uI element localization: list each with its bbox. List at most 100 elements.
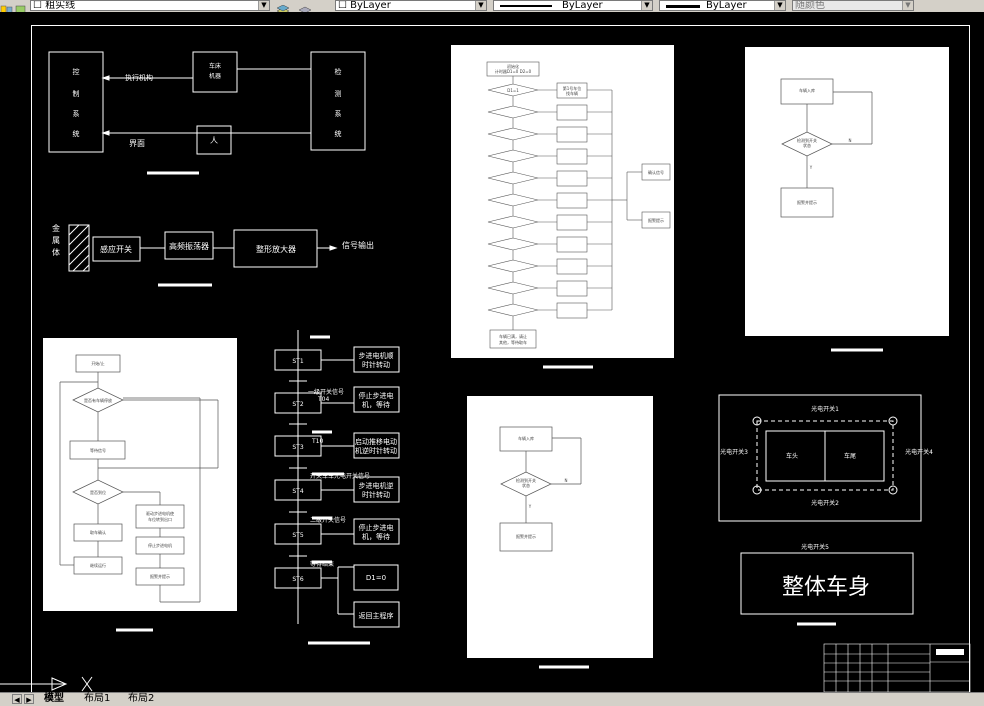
action-2a: 停止步进电 — [359, 391, 394, 400]
long-flowchart-sheet — [451, 45, 674, 358]
transition-2: T10 — [311, 438, 323, 445]
step-label-1: ST1 — [292, 358, 303, 365]
long-init-1: 初始化 — [507, 63, 519, 69]
oscillator-box — [164, 231, 214, 260]
drawing-canvas[interactable]: 控 制 系 统 执行机构 车床 机器 检 测 系 统 界面 人 金 属 体 感应… — [0, 12, 984, 694]
left-p2: 取车确认 — [90, 529, 106, 535]
small1-decision-2: 状态 — [803, 142, 811, 148]
long-action-1: 第1号车位 — [563, 85, 582, 91]
layer-state-icon[interactable] — [0, 0, 14, 12]
control-block-diagram — [48, 51, 366, 175]
tab-next-icon[interactable]: ▶ — [24, 694, 34, 704]
linetype-dropdown[interactable]: ☐ 粗实线 ▼ — [30, 0, 270, 11]
long-flowchart — [486, 61, 671, 349]
linetype-control-dropdown[interactable]: ByLayer ▼ — [493, 0, 653, 11]
detect-char-2: 测 — [335, 90, 342, 98]
small1-no: N — [849, 138, 852, 143]
chevron-down-icon[interactable]: ▼ — [475, 1, 486, 10]
chevron-down-icon[interactable]: ▼ — [902, 1, 913, 10]
action-5b: 机，等待 — [362, 532, 390, 541]
layer-manager-icon[interactable] — [298, 0, 312, 12]
chevron-down-icon[interactable]: ▼ — [258, 1, 269, 10]
person-box — [196, 125, 232, 155]
line-preview — [500, 5, 552, 7]
long-action-2: 找车辆 — [566, 90, 578, 96]
chevron-down-icon[interactable]: ▼ — [774, 1, 785, 10]
plotstyle-value: 随颜色 — [795, 0, 825, 11]
tab-layout1[interactable]: 布局1 — [84, 693, 111, 704]
small2-decision-2: 状态 — [522, 482, 530, 488]
detection-system-box — [310, 51, 366, 151]
vehicle-label-1: 车床 — [209, 62, 221, 70]
control-char-3: 系 — [73, 109, 80, 118]
long-end-2: 其他，等待取车 — [499, 339, 527, 345]
left-d2: 是否到位 — [90, 489, 106, 495]
step-label-3: ST3 — [292, 444, 303, 451]
position-layout — [718, 394, 922, 626]
chevron-down-icon[interactable]: ▼ — [641, 1, 652, 10]
action-4b: 时针转动 — [362, 490, 390, 499]
transition-4: 二级开关信号 — [310, 516, 346, 524]
left-p4b: 车位转到出口 — [148, 516, 172, 522]
control-char-4: 统 — [73, 129, 80, 138]
action-1a: 步进电机顺 — [359, 351, 394, 360]
lineweight-value: ByLayer — [706, 0, 747, 11]
plotstyle-dropdown[interactable]: 随颜色 ▼ — [792, 0, 914, 11]
color-swatch-icon: ☐ — [338, 0, 351, 11]
action-3b: 机逆时针转动 — [355, 446, 397, 455]
transition-3: 开关车车光电开关信号 — [310, 472, 370, 480]
interface-label: 界面 — [129, 139, 145, 148]
linetype-value: 粗实线 — [45, 0, 76, 11]
action-4a: 步进电机逆 — [359, 481, 394, 490]
step-label-5: ST5 — [292, 532, 303, 539]
car-head-label: 车头 — [786, 452, 798, 460]
control-system-box — [48, 51, 104, 153]
transition-1: 一级开关信号 — [308, 388, 344, 396]
step-label-2: ST2 — [292, 401, 303, 408]
metal-char-2: 属 — [52, 236, 60, 245]
proximity-switch-box — [92, 236, 141, 262]
cad-drawing: 控 制 系 统 执行机构 车床 机器 检 测 系 统 界面 人 金 属 体 感应… — [43, 45, 971, 692]
small2-start: 车辆入库 — [518, 435, 534, 441]
title-block — [823, 643, 971, 692]
left-p6: 报警并提示 — [150, 573, 170, 579]
ucs-icon — [0, 674, 100, 698]
d-label: D1=0 — [366, 574, 386, 582]
color-dropdown[interactable]: ☐ ByLayer ▼ — [335, 0, 487, 11]
metal-char-3: 体 — [52, 247, 60, 257]
transition-1-sub: T04 — [317, 396, 329, 403]
detect-char-1: 检 — [335, 67, 342, 76]
car-tail-label: 车尾 — [844, 452, 856, 460]
person-label: 人 — [210, 136, 218, 145]
return-label: 返回主程序 — [359, 611, 394, 620]
metal-char-1: 金 — [52, 223, 60, 233]
layers-icon[interactable] — [276, 0, 290, 12]
layer-previous-icon[interactable] — [14, 0, 28, 12]
color-value: ByLayer — [350, 0, 391, 11]
shaping-amp-label: 整形放大器 — [256, 244, 296, 254]
action-5a: 停止步进电 — [359, 523, 394, 532]
small1-yes: Y — [809, 165, 813, 170]
transition-5: 等待结束 — [310, 560, 334, 568]
layout-tabs: ◀ ▶ 模型 布局1 布局2 — [0, 692, 984, 706]
detect-char-3: 系 — [335, 109, 342, 118]
action-3a: 启动推移电动 — [355, 437, 397, 446]
long-side-2: 报警提示 — [648, 217, 664, 223]
proximity-switch-label: 感应开关 — [100, 244, 132, 254]
left-p1: 等待信号 — [90, 447, 106, 453]
small1-start: 车辆入库 — [799, 87, 815, 93]
tab-layout2[interactable]: 布局2 — [128, 693, 155, 704]
small-flowchart-sheet-2 — [467, 396, 653, 658]
oscillator-label: 高频振荡器 — [169, 241, 209, 251]
tab-prev-icon[interactable]: ◀ — [12, 694, 22, 704]
checkbox-icon: ☐ — [33, 0, 46, 11]
left-p4a: 驱动步进电机使 — [146, 510, 174, 516]
step-ladder-diagram — [274, 330, 400, 645]
long-end-1: 车辆已满，请让 — [499, 333, 527, 339]
lineweight-preview — [666, 5, 700, 8]
tab-model[interactable]: 模型 — [44, 693, 64, 704]
lineweight-dropdown[interactable]: ByLayer ▼ — [659, 0, 786, 11]
small2-end: 报警并提示 — [516, 533, 536, 539]
left-d1: 是否有车辆停放 — [84, 397, 112, 403]
switch4-label: 光电开关4 — [905, 448, 933, 456]
